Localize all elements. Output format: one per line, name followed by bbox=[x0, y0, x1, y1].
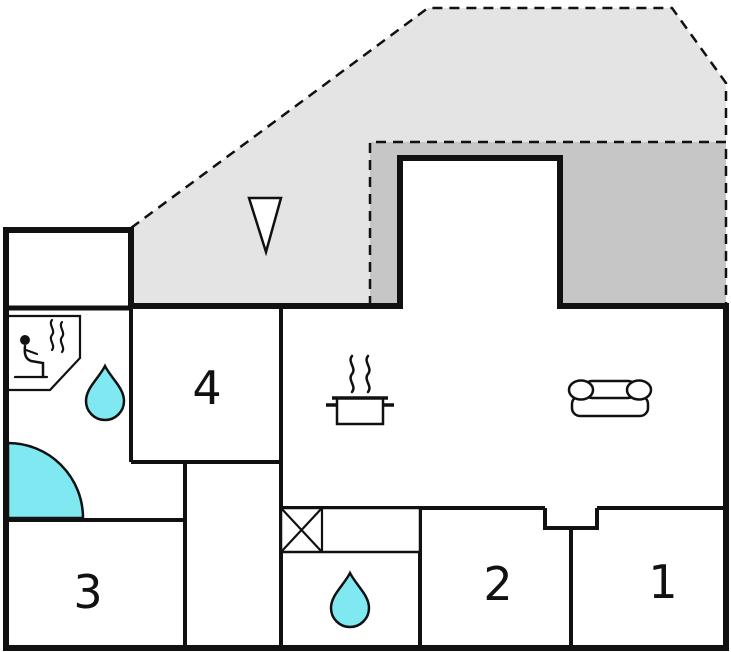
washing-machine-icon bbox=[279, 506, 422, 554]
stove-steam bbox=[365, 354, 371, 394]
water-drop-icon-utility bbox=[329, 570, 371, 629]
room-4-label: 4 bbox=[192, 361, 221, 415]
sauna-person-body bbox=[23, 344, 45, 379]
stove-steam bbox=[349, 354, 355, 394]
sauna-cabin-outline bbox=[6, 314, 82, 392]
room-1-label: 1 bbox=[648, 555, 677, 609]
shower-quarter-arc bbox=[6, 441, 85, 520]
sauna-icon bbox=[6, 314, 82, 392]
stove-icon bbox=[326, 354, 394, 426]
north-arrow-icon bbox=[247, 196, 283, 257]
entry-recess bbox=[400, 158, 560, 306]
covered-terrace-dashed-outline bbox=[368, 140, 728, 306]
house-perimeter-walls bbox=[3, 155, 729, 651]
sofa-icon bbox=[567, 379, 653, 418]
washing-machine-cross bbox=[279, 506, 324, 554]
utility-counter bbox=[279, 506, 422, 554]
sauna-steam bbox=[59, 320, 65, 354]
sofa-armrest bbox=[625, 379, 653, 401]
sauna-person-head bbox=[20, 335, 30, 345]
sauna-steam bbox=[49, 318, 55, 352]
room-3-label: 3 bbox=[73, 565, 102, 619]
stove-pot-body bbox=[335, 396, 385, 426]
sofa-armrest bbox=[567, 379, 595, 401]
terrace-dashed-outline bbox=[130, 6, 728, 230]
sauna-person-arm bbox=[24, 348, 39, 356]
room-2-label: 2 bbox=[483, 557, 512, 611]
water-drop-icon-bathroom bbox=[84, 363, 126, 422]
